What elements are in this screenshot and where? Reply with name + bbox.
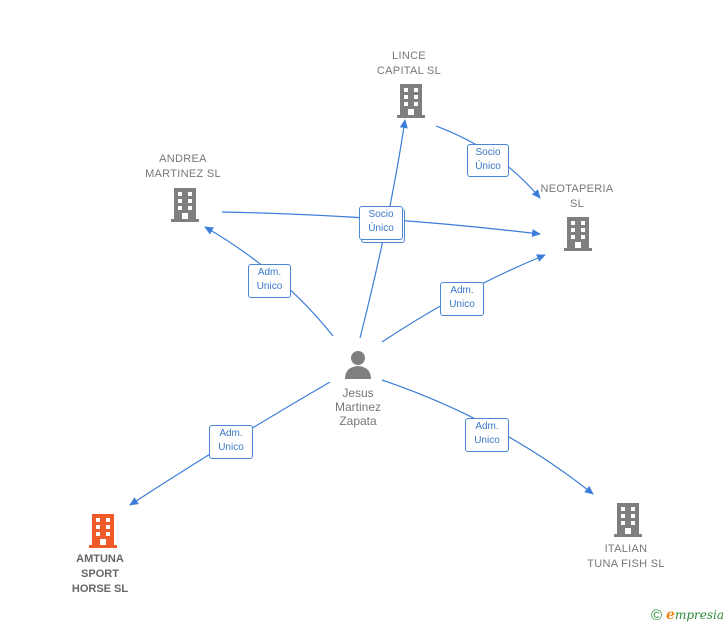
building-icon[interactable] <box>397 84 425 118</box>
person-icon[interactable] <box>345 351 371 379</box>
brand-name: mpresia <box>674 608 724 622</box>
brand-e: e <box>666 607 675 623</box>
edge-label-person-amtuna: Adm. Unico <box>209 425 253 459</box>
edge-label-person-italian: Adm. Unico <box>465 418 509 452</box>
building-icon-focus[interactable] <box>89 514 117 548</box>
building-icon[interactable] <box>614 503 642 537</box>
edge-label-person-lince: Socio Único <box>359 206 403 240</box>
edge-label-person-neotaperia: Adm. Unico <box>440 282 484 316</box>
node-label-neotaperia[interactable]: NEOTAPERIA SL <box>540 183 614 210</box>
node-label-andrea[interactable]: ANDREA MARTINEZ SL <box>145 153 221 180</box>
copyright-icon: © <box>650 607 663 624</box>
edge-label-person-andrea: Adm. Unico <box>248 264 291 298</box>
node-label-lince[interactable]: LINCE CAPITAL SL <box>376 50 442 77</box>
edge-label-lince-neotaperia: Socio Único <box>467 144 509 177</box>
node-label-amtuna[interactable]: AMTUNA SPORT HORSE SL <box>71 553 129 595</box>
building-icon[interactable] <box>564 217 592 251</box>
brand-logo[interactable]: ©empresia <box>651 607 724 624</box>
node-label-person[interactable]: Jesus Martinez Zapata <box>334 386 381 428</box>
node-label-italian[interactable]: ITALIAN TUNA FISH SL <box>587 543 665 570</box>
building-icon[interactable] <box>171 188 199 222</box>
